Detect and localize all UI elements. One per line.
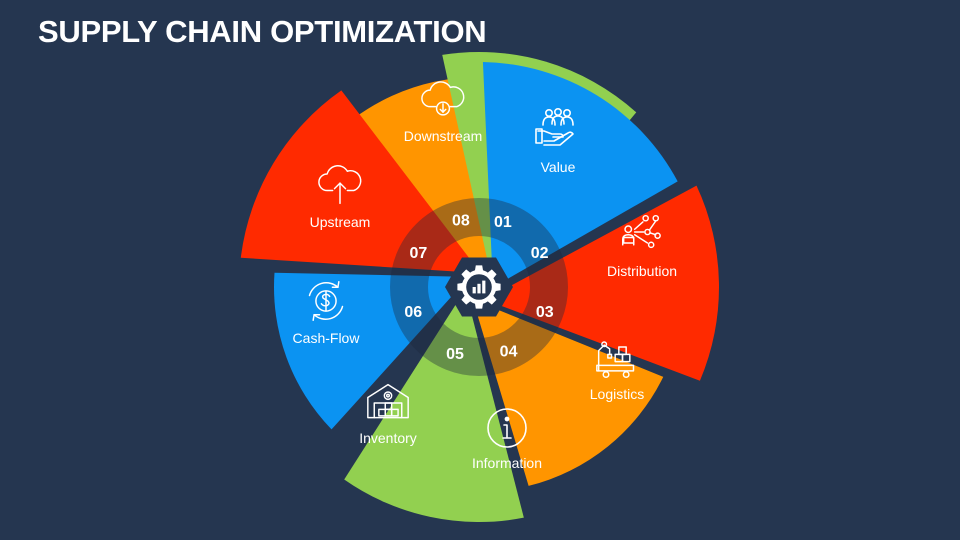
- segment-label-value: Value: [541, 159, 576, 175]
- segment-number-01: 01: [494, 214, 512, 231]
- center-ring: [390, 198, 568, 376]
- segment-logistics: [472, 299, 664, 486]
- segment-label-cash-flow: Cash-Flow: [293, 330, 361, 346]
- ring-layer: [390, 198, 568, 376]
- segment-value: [482, 62, 678, 288]
- segment-inventory: [273, 272, 470, 430]
- segment-number-06: 06: [404, 304, 422, 321]
- segment-label-distribution: Distribution: [607, 263, 677, 279]
- segment-number-07: 07: [409, 245, 427, 262]
- segment-number-04: 04: [500, 343, 518, 360]
- segment-number-02: 02: [531, 245, 549, 262]
- gear-chart-icon: [457, 265, 501, 309]
- segment-label-downstream: Downstream: [404, 128, 483, 144]
- segment-label-logistics: Logistics: [590, 386, 644, 402]
- segments-layer: [240, 51, 719, 522]
- segment-number-05: 05: [446, 346, 464, 363]
- segment-number-08: 08: [452, 212, 470, 229]
- segment-label-inventory: Inventory: [359, 430, 417, 446]
- segment-information: [344, 289, 524, 522]
- segment-label-information: Information: [472, 455, 542, 471]
- center-layer: [445, 257, 513, 317]
- segment-number-03: 03: [536, 304, 554, 321]
- segment-label-upstream: Upstream: [310, 214, 371, 230]
- page-title: SUPPLY CHAIN OPTIMIZATION: [38, 14, 487, 49]
